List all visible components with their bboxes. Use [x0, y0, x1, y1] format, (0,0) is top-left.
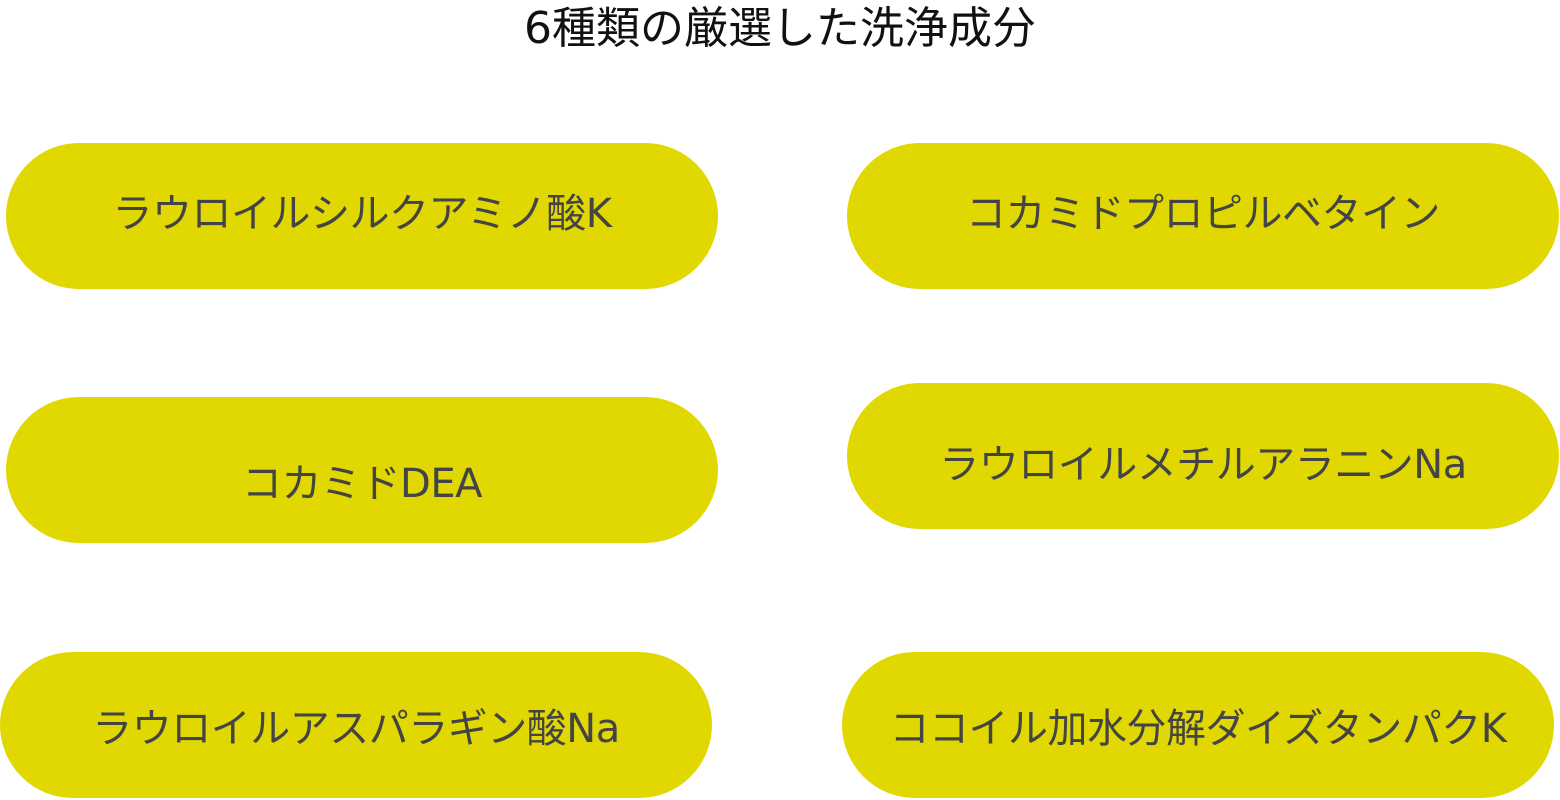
ingredient-label: コカミドDEA — [242, 461, 482, 507]
ingredient-pill-lauroyl-methylalanine-na: ラウロイルメチルアラニンNa — [847, 383, 1559, 529]
ingredient-label: ラウロイルシルクアミノ酸K — [112, 191, 612, 237]
ingredient-pill-lauroyl-aspartate-na: ラウロイルアスパラギン酸Na — [0, 652, 712, 798]
ingredient-label: ラウロイルメチルアラニンNa — [939, 442, 1467, 488]
ingredient-pill-lauroyl-silk-amino-acid-k: ラウロイルシルクアミノ酸K — [6, 143, 718, 289]
ingredient-pill-cocoyl-hydrolyzed-soy-protein-k: ココイル加水分解ダイズタンパクK — [842, 652, 1554, 798]
ingredient-pill-cocamidopropyl-betaine: コカミドプロピルベタイン — [847, 143, 1559, 289]
ingredient-pill-cocamide-dea: コカミドDEA — [6, 397, 718, 543]
ingredient-label: ココイル加水分解ダイズタンパクK — [889, 706, 1507, 752]
ingredient-label: ラウロイルアスパラギン酸Na — [92, 706, 620, 752]
ingredient-label: コカミドプロピルベタイン — [966, 191, 1441, 237]
page-title: 6種類の厳選した洗浄成分 — [524, 3, 1036, 54]
